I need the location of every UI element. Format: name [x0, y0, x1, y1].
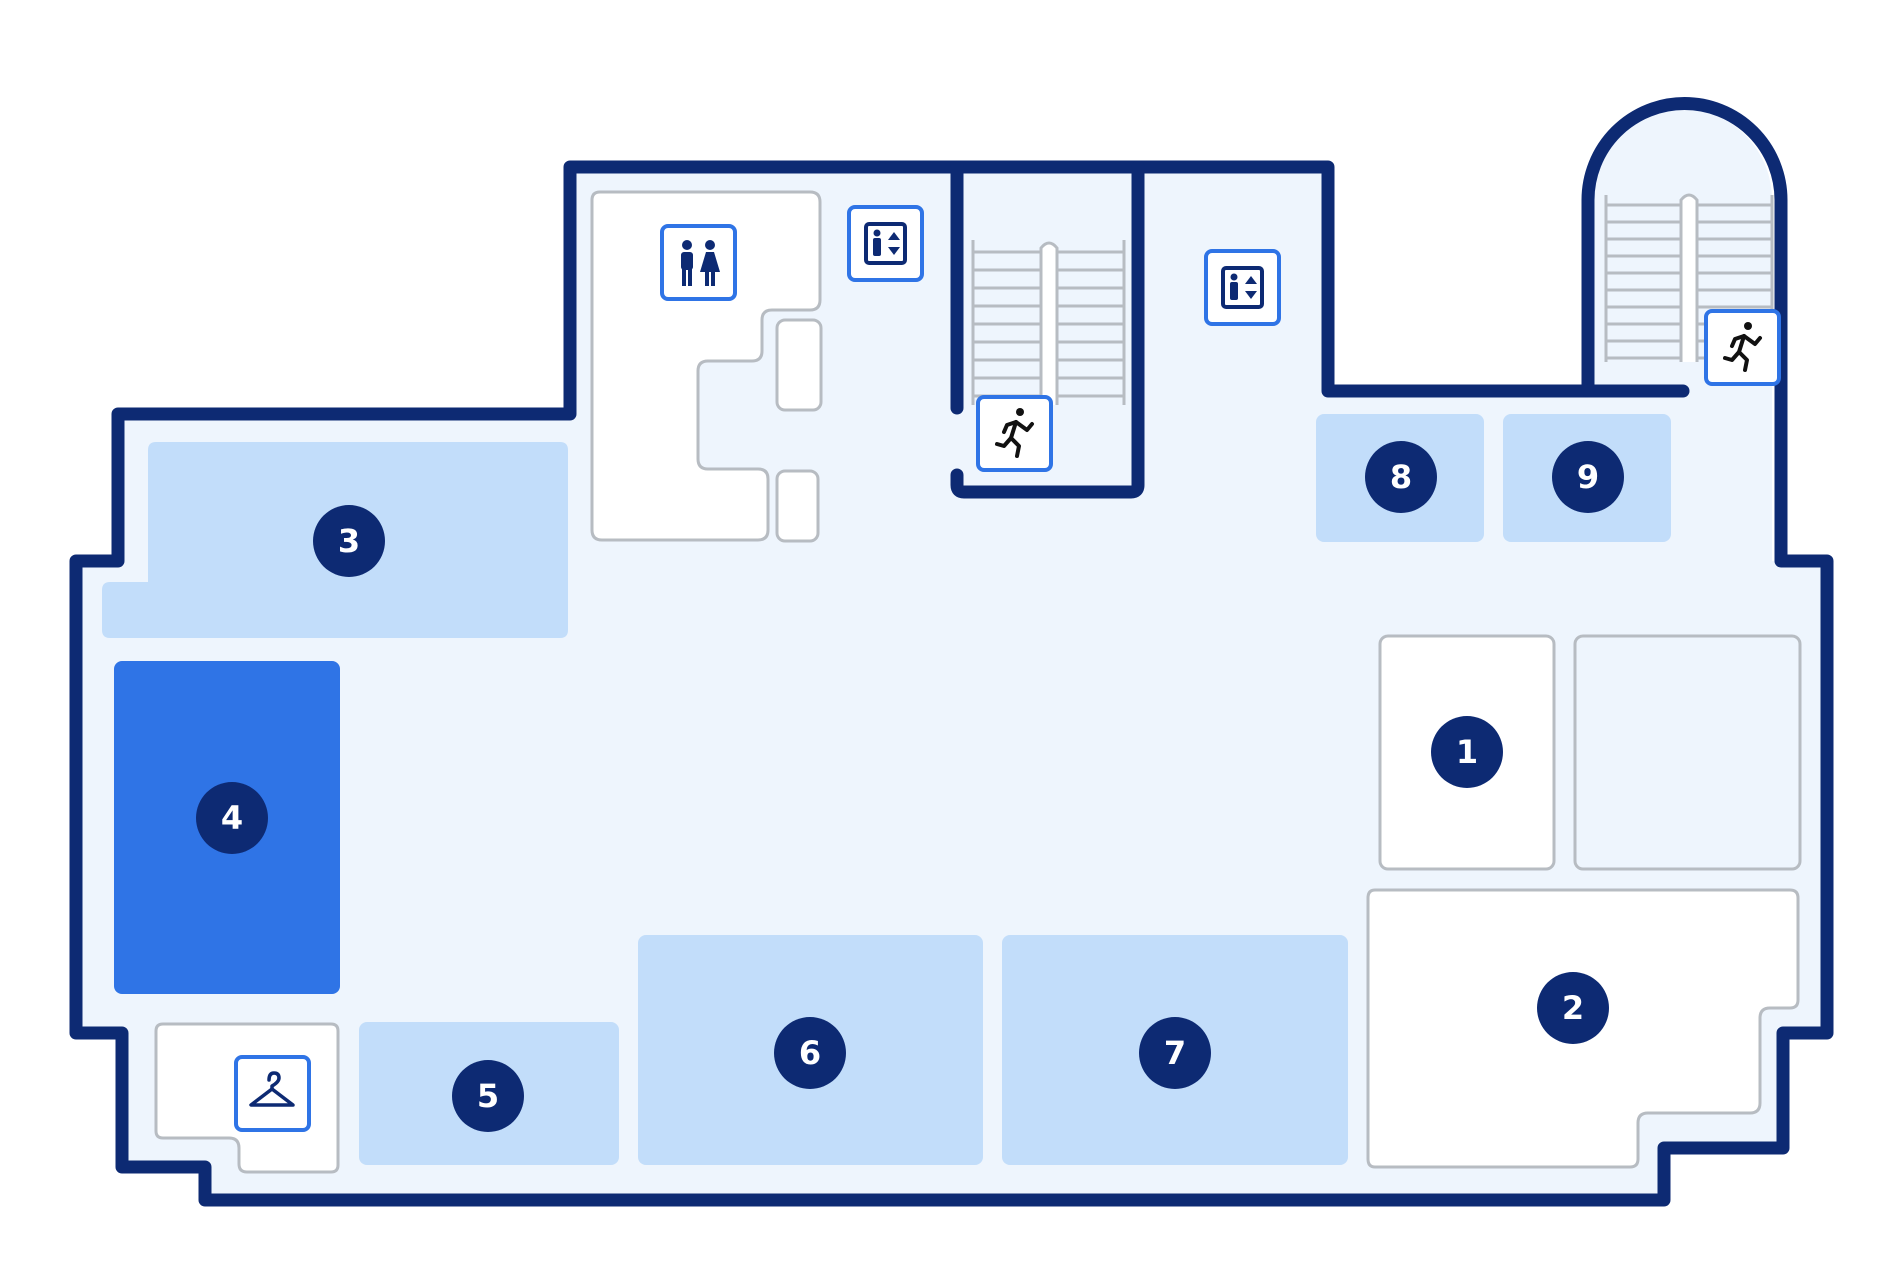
area-7-number: 7: [1164, 1034, 1186, 1072]
area-3-marker[interactable]: 3: [313, 505, 385, 577]
wall-stairs-bottom: [950, 160, 1145, 499]
area-8-marker[interactable]: 8: [1365, 441, 1437, 513]
area-6-marker[interactable]: 6: [774, 1017, 846, 1089]
area-3-number: 3: [338, 522, 360, 560]
area-4-marker[interactable]: 4: [196, 782, 268, 854]
elevator-icon-left[interactable]: [847, 205, 924, 282]
elevator-icon-right[interactable]: [1204, 249, 1281, 326]
walls: [69, 97, 1834, 1207]
side-room-right: [1573, 634, 1802, 871]
area-4-number: 4: [221, 799, 243, 837]
area-2-number: 2: [1562, 989, 1584, 1027]
area-1-number: 1: [1456, 733, 1478, 771]
emergency-exit-icon-right[interactable]: [1704, 309, 1781, 386]
restroom-stall-top: [775, 318, 823, 412]
cloakroom-icon[interactable]: [234, 1055, 311, 1132]
area-2-marker[interactable]: 2: [1537, 972, 1609, 1044]
area-8-number: 8: [1390, 458, 1412, 496]
area-markers: 1 2 3 4 5 6 7 8: [196, 441, 1624, 1132]
area-9-marker[interactable]: 9: [1552, 441, 1624, 513]
staircase-center: [971, 240, 1126, 405]
outer-wall: [69, 97, 1834, 1207]
restroom-room: [590, 190, 822, 542]
emergency-exit-icon-center[interactable]: [976, 395, 1053, 472]
area-9-number: 9: [1577, 458, 1599, 496]
area-6-number: 6: [799, 1034, 821, 1072]
area-7-marker[interactable]: 7: [1139, 1017, 1211, 1089]
restroom-icon[interactable]: [660, 224, 737, 301]
area-5-number: 5: [477, 1077, 499, 1115]
restroom-stall-bottom: [775, 469, 820, 543]
area-1-marker[interactable]: 1: [1431, 716, 1503, 788]
area-5-marker[interactable]: 5: [452, 1060, 524, 1132]
